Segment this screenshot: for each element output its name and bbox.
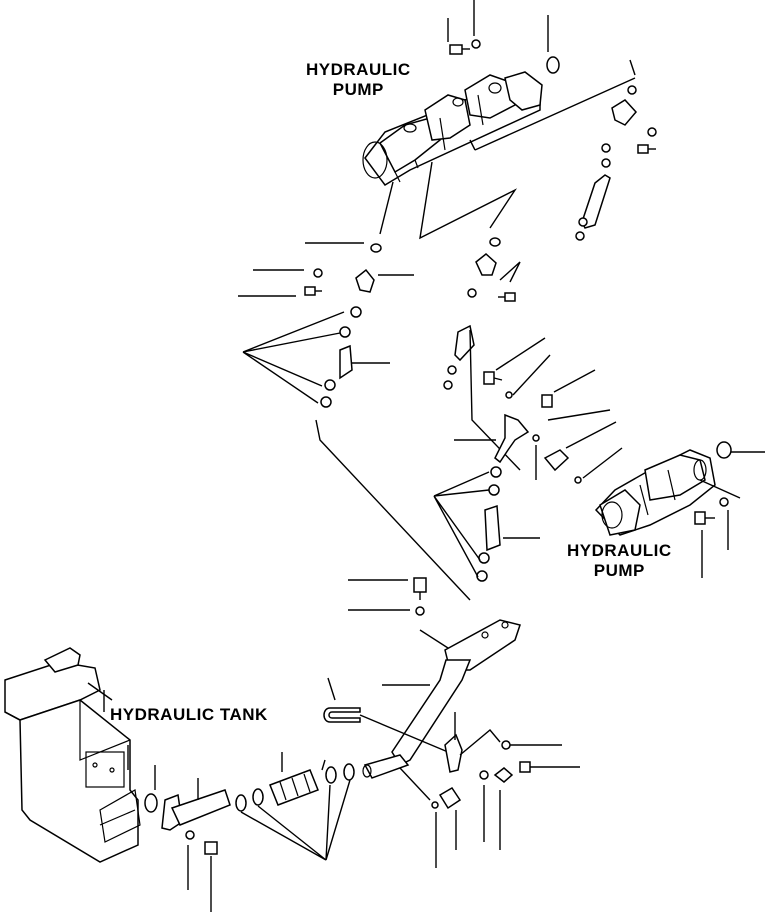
hydraulic-tank — [4, 647, 141, 863]
tank-suction-hose — [235, 752, 355, 812]
lower-hose-fittings — [362, 754, 462, 868]
label-hydraulic-pump-right-line2: PUMP — [593, 561, 645, 580]
pump-outlet-o-rings — [305, 161, 518, 253]
label-hydraulic-pump-right: HYDRAULIC PUMP — [567, 541, 672, 581]
label-hydraulic-pump-right-line1: HYDRAULIC — [567, 541, 672, 560]
top-hydraulic-pump — [362, 71, 543, 186]
center-suction-flange — [443, 253, 521, 390]
right-pump-fasteners — [694, 441, 765, 578]
label-hydraulic-pump-top-line1: HYDRAULIC — [306, 60, 411, 79]
label-hydraulic-pump-top-line2: PUMP — [332, 80, 384, 99]
right-pump-elbow — [454, 337, 623, 484]
left-hose-clamps — [320, 306, 390, 408]
label-hydraulic-tank: HYDRAULIC TANK — [110, 705, 268, 724]
label-hydraulic-pump-top: HYDRAULIC PUMP — [306, 60, 411, 100]
top-pump-bolt — [447, 0, 481, 55]
y-pipe-bolt — [348, 577, 427, 616]
right-suction-hose — [476, 466, 540, 582]
tank-elbow — [161, 778, 231, 912]
suction-fitting-right-branch — [575, 85, 657, 241]
top-pump-o-ring — [546, 15, 560, 74]
bracket-and-bolts — [444, 712, 580, 850]
left-suction-flange — [238, 268, 414, 297]
tank-o-ring — [144, 765, 158, 813]
u-bolt-clamp — [323, 677, 449, 753]
right-hydraulic-pump — [594, 449, 716, 536]
